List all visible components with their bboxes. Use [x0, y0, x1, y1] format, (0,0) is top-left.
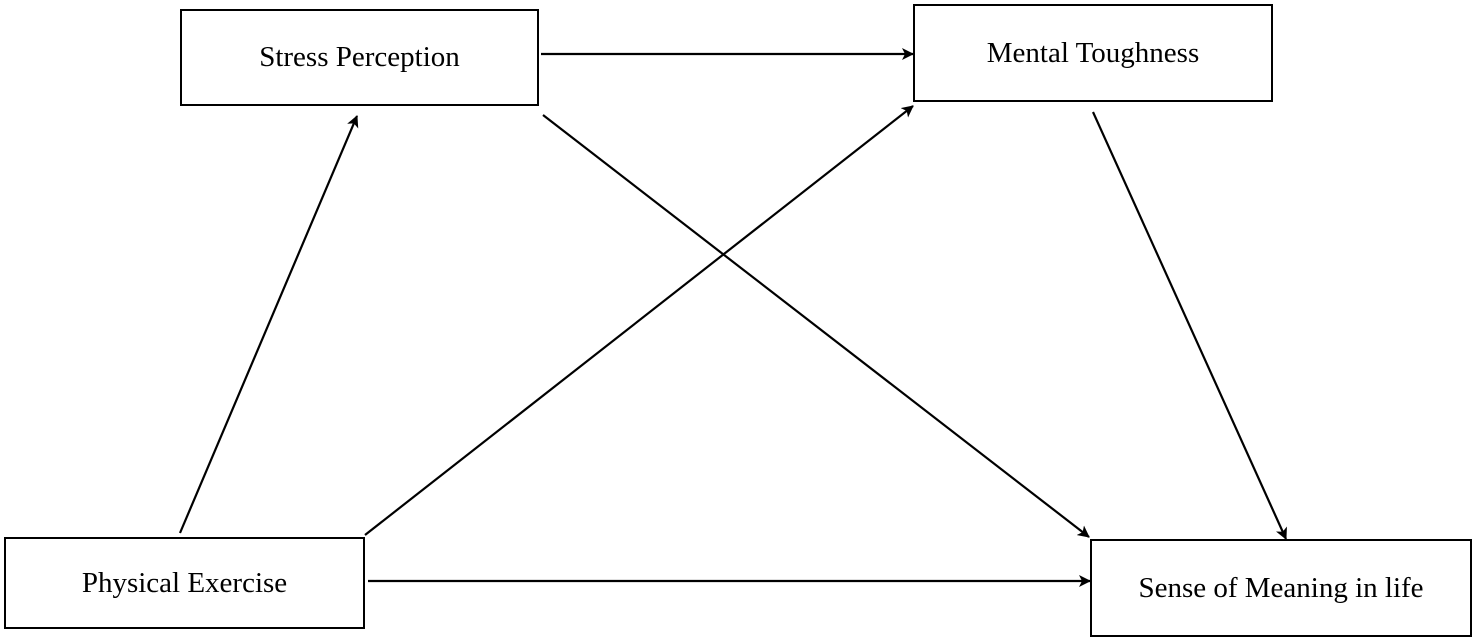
node-mental-toughness: Mental Toughness — [913, 4, 1273, 102]
node-sense-of-meaning: Sense of Meaning in life — [1090, 539, 1472, 637]
arrow-physical-exercise-to-stress-perception — [178, 115, 359, 534]
arrow-physical-exercise-to-mental-toughness — [364, 105, 914, 536]
node-physical-exercise-label: Physical Exercise — [81, 566, 288, 599]
node-mental-toughness-label: Mental Toughness — [986, 36, 1200, 69]
node-physical-exercise: Physical Exercise — [4, 537, 365, 629]
node-stress-perception: Stress Perception — [180, 9, 539, 106]
arrow-mental-toughness-to-sense-of-meaning — [1091, 111, 1288, 540]
arrow-stress-perception-to-sense-of-meaning — [542, 114, 1090, 538]
node-sense-of-meaning-label: Sense of Meaning in life — [1138, 571, 1424, 604]
node-stress-perception-label: Stress Perception — [259, 41, 460, 73]
